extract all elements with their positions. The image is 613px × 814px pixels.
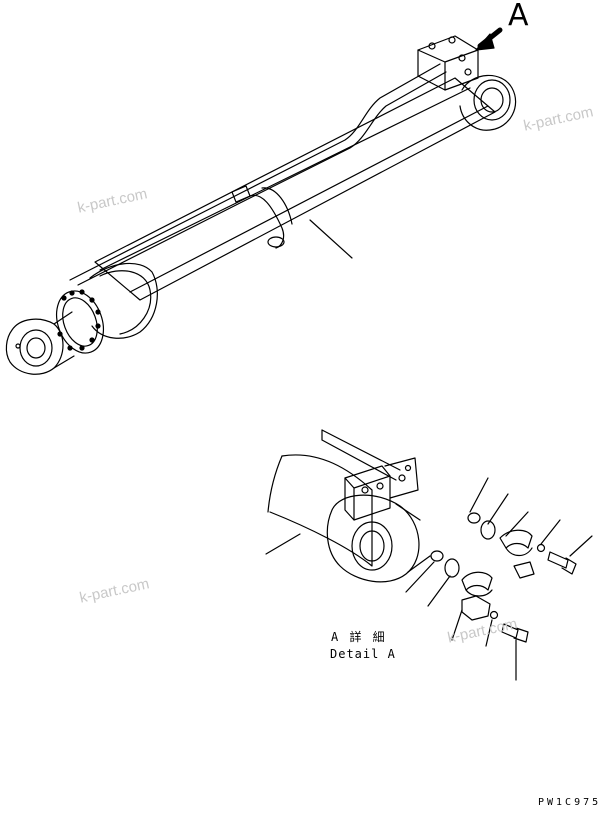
cylinder-tube	[94, 77, 496, 301]
port-block	[417, 35, 479, 91]
detail-subtitle: Detail A	[330, 647, 396, 661]
o-ring-upper	[480, 520, 496, 540]
split-flange-detail	[461, 595, 491, 621]
plug-lower	[430, 550, 444, 562]
split-flange-upper	[499, 529, 533, 549]
view-arrow-icon	[475, 27, 503, 51]
detail-flange-plate	[384, 457, 419, 499]
detail-a-view	[265, 429, 593, 681]
split-flange-lower	[461, 571, 493, 591]
bolt-lower	[501, 623, 529, 643]
bottom-eye	[459, 74, 517, 131]
detail-tube	[269, 454, 373, 567]
leader-line	[309, 219, 353, 259]
hydraulic-pipe	[69, 63, 441, 281]
tube-clamp	[249, 194, 285, 249]
detail-title: A 詳 細	[331, 630, 387, 644]
washer-upper	[536, 543, 546, 553]
drawing-code: PW1C975	[538, 797, 602, 808]
o-ring-lower	[444, 558, 460, 578]
detail-leader-lines	[265, 477, 593, 681]
detail-eye	[326, 494, 420, 583]
detail-port-block	[344, 465, 391, 521]
view-marker-label: A	[508, 0, 529, 33]
plug-upper	[467, 512, 481, 524]
cylinder-gland	[89, 262, 158, 339]
hydraulic-cylinder	[5, 35, 517, 375]
washer-lower	[489, 610, 499, 620]
bolt-upper	[547, 551, 577, 575]
